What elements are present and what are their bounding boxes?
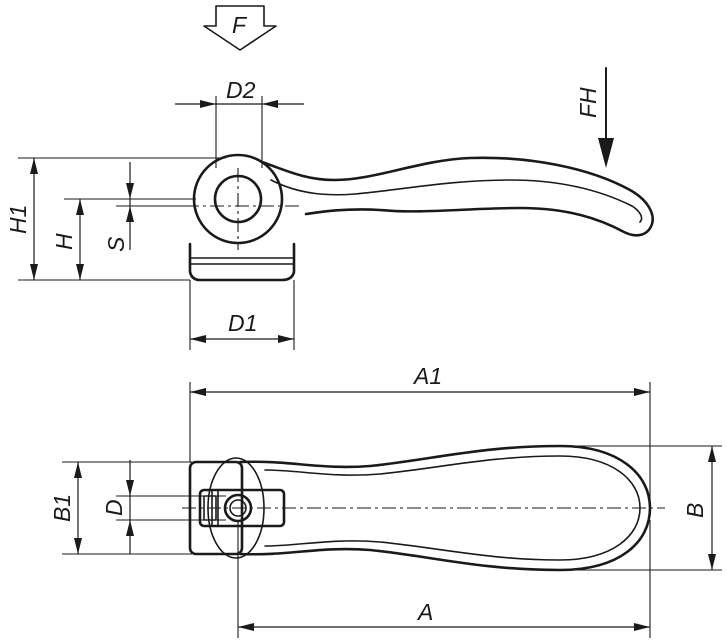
lever-side [188, 153, 654, 282]
label-b1: B1 [49, 494, 75, 522]
label-fh: FH [575, 87, 601, 118]
side-view: F FH [5, 5, 654, 350]
dim-b1 [62, 461, 192, 555]
dim-h1 [18, 157, 226, 281]
label-f: F [232, 12, 248, 38]
dim-d [116, 460, 226, 554]
label-d: D [101, 499, 127, 516]
dim-a [237, 520, 651, 638]
dim-d1 [189, 280, 295, 350]
dim-d2 [175, 96, 304, 168]
fh-arrow [598, 67, 614, 168]
label-h1: H1 [5, 205, 31, 234]
label-s: S [103, 236, 129, 252]
force-f-arrow [203, 5, 277, 51]
label-d2: D2 [226, 77, 256, 103]
dim-b [560, 445, 722, 571]
dim-s [116, 162, 190, 250]
top-view: A1 A B B1 [49, 363, 722, 638]
dim-a1 [189, 382, 651, 508]
label-b: B [682, 503, 708, 518]
label-d1: D1 [228, 310, 257, 336]
label-a: A [416, 599, 433, 625]
label-a1: A1 [412, 363, 442, 389]
label-h: H [51, 233, 77, 250]
